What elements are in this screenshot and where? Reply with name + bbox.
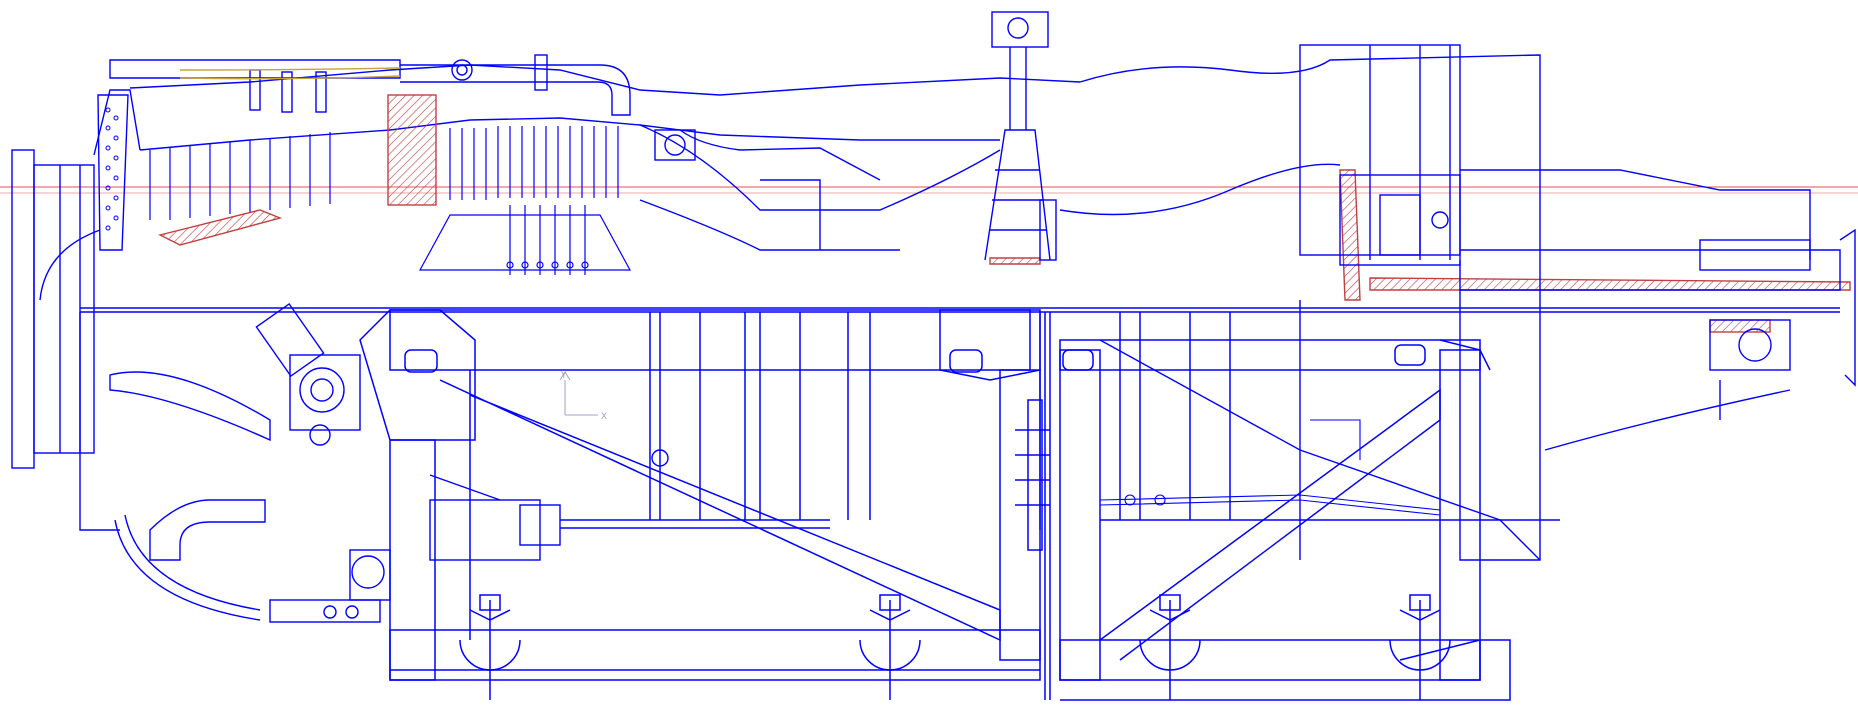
inlet-guide-vanes: [97, 94, 129, 251]
stand-vertical-rails: [649, 312, 1231, 700]
engine-assembly: [11, 11, 1856, 623]
wheel-4: [1389, 594, 1451, 700]
compressor-casing-outer: [129, 64, 1081, 96]
fuel-lines: [1099, 419, 1441, 516]
caster-wheels: [459, 594, 1451, 700]
ucs-y-label: Y: [560, 371, 567, 381]
wheel-1: [459, 594, 521, 700]
combustion-chamber: [639, 124, 1001, 251]
ucs-x-label: X: [601, 412, 607, 422]
compressor-rotor-disks: [418, 205, 632, 275]
engine-lower-body: [79, 300, 1840, 561]
turbine-casing: [1059, 44, 1541, 266]
ucs-icon: Y X: [559, 371, 607, 422]
wheel-3: [1139, 594, 1201, 700]
upper-mount-strut: [984, 11, 1057, 261]
compressor-stages: [149, 126, 619, 220]
stand-splice-plate: [1015, 399, 1050, 551]
bleed-air-pipe: [109, 54, 631, 116]
exhaust-section: [1459, 169, 1856, 561]
wheel-2: [859, 594, 921, 700]
stand-frame-front: [359, 309, 1041, 681]
hatched-sections: [157, 94, 1851, 333]
compressor-casing-inner: [139, 117, 1000, 151]
transport-stand: [359, 309, 1511, 701]
air-intake: [11, 89, 141, 469]
